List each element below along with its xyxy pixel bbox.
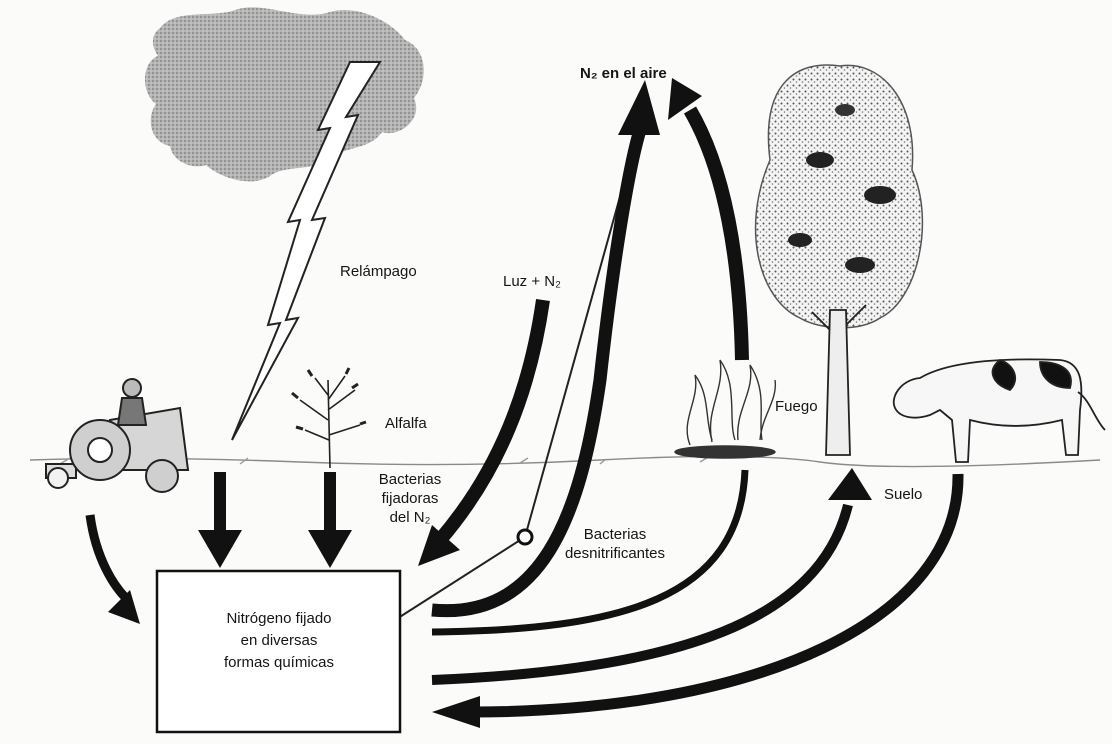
denitrifying-bacteria-label: Bacterias desnitrificantes: [545, 525, 685, 563]
light-n2-label: Luz + N₂: [503, 272, 561, 291]
arrow-bacteria-down: [308, 472, 352, 568]
soil-label: Suelo: [884, 485, 922, 504]
fixing-bacteria-line-3: del N₂: [355, 508, 465, 527]
fixed-nitrogen-line-2: en diversas: [158, 630, 400, 652]
cloud-icon: [145, 7, 424, 181]
alfalfa-plant-icon: [292, 368, 366, 468]
alfalfa-label: Alfalfa: [385, 414, 427, 433]
denitrifying-line-2: desnitrificantes: [545, 544, 685, 563]
arrow-lightning-down: [198, 472, 242, 568]
fixing-bacteria-line-2: fijadoras: [355, 489, 465, 508]
denitrifying-line-1: Bacterias: [545, 525, 685, 544]
fire-label: Fuego: [775, 397, 818, 416]
fire-icon: [675, 360, 775, 458]
fixing-bacteria-line-1: Bacterias: [355, 470, 465, 489]
fixing-bacteria-label: Bacterias fijadoras del N₂: [355, 470, 465, 527]
arrow-tractor: [90, 515, 128, 600]
n2-air-label: N₂ en el aire: [580, 64, 667, 83]
arrow-fire-to-air: [690, 110, 742, 360]
fixed-nitrogen-text: Nitrógeno fijado en diversas formas quím…: [158, 608, 400, 674]
ground: [30, 456, 1100, 467]
lightning-label: Relámpago: [340, 262, 417, 281]
bacteria-icon: [518, 530, 532, 544]
tractor-icon: [46, 379, 188, 492]
fixed-nitrogen-line-1: Nitrógeno fijado: [158, 608, 400, 630]
fixed-nitrogen-line-3: formas químicas: [158, 652, 400, 674]
cow-icon: [894, 359, 1105, 462]
